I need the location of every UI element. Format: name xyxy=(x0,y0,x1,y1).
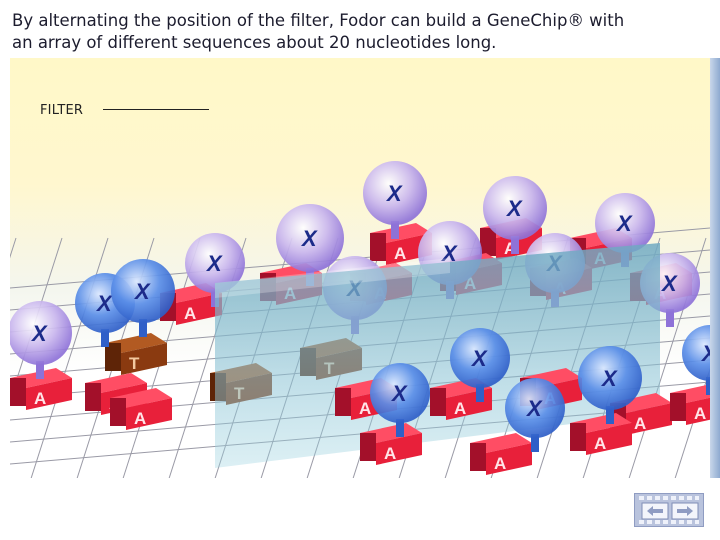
probe-mark: X xyxy=(600,366,618,391)
probe-sphere xyxy=(483,176,547,240)
nucleotide-block-side xyxy=(670,393,686,421)
probe-sphere xyxy=(276,204,344,272)
probe-stem xyxy=(101,329,109,347)
nucleotide-label: A xyxy=(359,399,371,418)
nucleotide-label: A xyxy=(694,404,706,423)
probe-sphere xyxy=(10,301,72,365)
nucleotide-label: A xyxy=(594,434,606,453)
chip-scene: AAAXXXAAAAAAXXXXXXTTTAAAXXXAAAAAAAAXXXXX xyxy=(10,161,710,478)
nucleotide-block-face xyxy=(626,403,672,435)
probe-mark: X xyxy=(300,226,318,251)
nucleotide-block-face xyxy=(686,397,710,425)
nucleotide-block-side xyxy=(85,383,101,411)
nucleotide-label: A xyxy=(394,244,406,263)
caption-line-2: an array of different sequences about 20… xyxy=(12,33,497,52)
probe-stem xyxy=(606,406,614,424)
probe-mark: X xyxy=(505,196,523,221)
probe-mark: X xyxy=(660,271,678,296)
probe-sphere xyxy=(682,325,710,381)
probe-sphere xyxy=(370,363,430,423)
probe-stem xyxy=(511,236,519,254)
probe-mark: X xyxy=(525,396,543,421)
nucleotide-label: A xyxy=(134,409,146,428)
nucleotide-label: A xyxy=(634,414,646,433)
nucleotide-label: A xyxy=(34,389,46,408)
probe-stem xyxy=(476,384,484,402)
nucleotide-block-side xyxy=(110,398,126,426)
probe-sphere xyxy=(595,193,655,253)
nucleotide-block-side xyxy=(335,388,351,416)
probe-mark: X xyxy=(390,381,408,406)
probe-sphere xyxy=(111,259,175,323)
film-strip-bottom xyxy=(639,520,699,524)
nucleotide-block-face xyxy=(376,433,422,465)
probe-mark: X xyxy=(700,341,710,366)
top-rule xyxy=(0,0,720,4)
nucleotide-block-side xyxy=(370,233,386,261)
probe-mark: X xyxy=(440,241,458,266)
nucleotide-label: T xyxy=(129,354,140,373)
nucleotide-block-side xyxy=(105,343,121,371)
nucleotide-label: A xyxy=(494,454,506,473)
prev-next-arrows-icon xyxy=(641,502,699,520)
nucleotide-block-face xyxy=(26,378,72,410)
probe-stem xyxy=(706,377,710,395)
genechip-illustration: AAAXXXAAAAAAXXXXXXTTTAAAXXXAAAAAAAAXXXXX xyxy=(10,58,710,478)
probe-mark: X xyxy=(95,291,113,316)
nucleotide-label: A xyxy=(384,444,396,463)
probe-mark: X xyxy=(133,279,151,304)
probe-stem xyxy=(391,221,399,239)
probe-mark: X xyxy=(30,321,48,346)
nucleotide-label: A xyxy=(454,399,466,418)
probe-mark: X xyxy=(385,181,403,206)
nucleotide-block-face xyxy=(121,343,167,375)
probe-sphere xyxy=(363,161,427,225)
filter-pointer-line xyxy=(103,109,209,110)
film-strip-top xyxy=(639,496,699,500)
probe-stem xyxy=(531,434,539,452)
nucleotide-block-side xyxy=(480,228,496,256)
nucleotide-block-face xyxy=(126,398,172,430)
probe-mark: X xyxy=(615,211,633,236)
window-edge xyxy=(710,58,720,478)
probe-sphere xyxy=(578,346,642,410)
probe-stem xyxy=(396,419,404,437)
nucleotide-block-side xyxy=(430,388,446,416)
nucleotide-block-face xyxy=(176,293,222,325)
filter-label: FILTER xyxy=(40,103,84,118)
prev-next-button[interactable] xyxy=(634,493,704,527)
probe-mark: X xyxy=(470,346,488,371)
probe-stem xyxy=(36,361,44,379)
nucleotide-block-side xyxy=(360,433,376,461)
probe-mark: X xyxy=(205,251,223,276)
probe-stem xyxy=(666,309,674,327)
filter-highlight xyxy=(215,258,450,298)
probe-stem xyxy=(139,319,147,337)
probe-sphere xyxy=(185,233,245,293)
nucleotide-block-side xyxy=(470,443,486,471)
nucleotide-block-side xyxy=(10,378,26,406)
nucleotide-block-face xyxy=(586,423,632,455)
nucleotide-block-side xyxy=(570,423,586,451)
caption-line-1: By alternating the position of the filte… xyxy=(12,11,625,30)
caption: By alternating the position of the filte… xyxy=(12,10,702,54)
nucleotide-label: A xyxy=(184,304,196,323)
probe-sphere xyxy=(505,378,565,438)
nucleotide-block-face xyxy=(486,443,532,475)
probe-sphere xyxy=(450,328,510,388)
